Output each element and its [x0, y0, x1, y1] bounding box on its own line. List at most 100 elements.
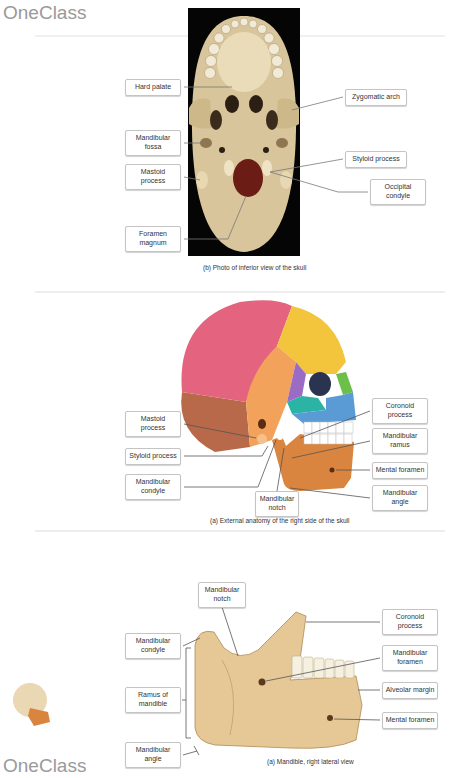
leader-line [277, 448, 284, 491]
tooth [258, 25, 267, 34]
part-label: Occipital condyle [373, 183, 423, 201]
label-box: Coronoid process [372, 398, 428, 424]
tooth [222, 25, 231, 34]
occipital-condyle [262, 160, 272, 176]
label-box: Mandibular condyle [125, 474, 181, 500]
tooth [206, 56, 217, 67]
part-label: Mandibular angle [128, 746, 178, 764]
label-box: Foramen magnum [125, 226, 181, 252]
label-box: Mastoid process [125, 164, 181, 190]
label-box: Mandibular foramen [382, 645, 438, 671]
part-label: Coronoid process [385, 613, 435, 631]
tooth [336, 434, 344, 444]
mental-foramen [330, 468, 335, 473]
leader-line [270, 159, 343, 172]
zygomatic-arch [276, 99, 299, 129]
occipital-condyle [224, 160, 234, 176]
part-label: Mastoid process [128, 168, 178, 186]
label-box: Zygomatic arch [345, 89, 407, 106]
tooth [249, 20, 257, 28]
part-label: Styloid process [348, 155, 404, 164]
leader-line [336, 470, 370, 471]
part-label: Mastoid process [128, 415, 178, 433]
mental-foramen [327, 715, 333, 721]
mandibular-condyle [277, 434, 283, 440]
leader-line [184, 87, 232, 88]
tooth [328, 434, 336, 444]
tooth [304, 434, 312, 444]
part-label: Styloid process [128, 452, 178, 461]
tooth [264, 33, 274, 43]
mandible-icon [28, 708, 50, 726]
part-label: Mandibular ramus [375, 432, 425, 450]
teeth [292, 656, 354, 678]
leader-lines [182, 607, 380, 755]
part-label: Mandibular angle [375, 489, 425, 507]
leader-line [184, 440, 276, 487]
leader-line [184, 196, 246, 239]
part-label: Alveolar margin [385, 686, 435, 695]
tooth [231, 20, 239, 28]
leader-lines [184, 87, 368, 239]
tooth [335, 660, 344, 678]
tooth [312, 434, 320, 444]
label-box: Styloid process [125, 448, 181, 465]
part-label: Zygomatic arch [348, 93, 404, 102]
photo-background [188, 8, 300, 256]
leader-line [290, 488, 370, 498]
caption: (b) Photo of inferior view of the skull [203, 264, 306, 272]
part-label: Ramus of mandible [128, 691, 178, 709]
part-label: Coronoid process [375, 402, 425, 420]
part-label: Mental foramen [375, 466, 425, 475]
mastoid-process [196, 171, 208, 189]
teeth [304, 422, 353, 444]
tooth [312, 422, 320, 433]
part-label: Mental foramen [385, 716, 435, 725]
tooth [209, 44, 220, 55]
separator [35, 292, 445, 293]
label-box: Mental foramen [372, 462, 428, 479]
label-box: Mandibular condyle [125, 633, 181, 659]
leader-line [292, 441, 370, 458]
tooth [272, 56, 283, 67]
label-box: Styloid process [345, 151, 407, 168]
tooth [303, 657, 313, 678]
part-label: Mandibular condyle [128, 637, 178, 655]
mandible [272, 434, 354, 491]
watermark: OneClass [3, 2, 86, 25]
leader-line [183, 638, 200, 646]
mandibular-fossa [276, 138, 288, 148]
watermark: OneClass [3, 755, 86, 778]
part-label: Foramen magnum [128, 230, 178, 248]
label-box: Mental foramen [382, 712, 438, 729]
tooth [240, 18, 248, 26]
leader-line [222, 607, 238, 656]
leader-line [266, 658, 380, 681]
cavity [266, 110, 278, 130]
part-label: Hard palate [128, 83, 178, 92]
cavity [210, 110, 222, 130]
part-label: Mandibular notch [258, 495, 296, 513]
tooth [269, 44, 280, 55]
zygomatic-arch [189, 99, 212, 129]
skull-base [192, 16, 296, 252]
tooth [205, 68, 216, 79]
label-box: Mandibular ramus [372, 428, 428, 454]
label-box: Mandibular fossa [125, 130, 181, 156]
sphenoid-bone [287, 362, 306, 402]
leader-line [184, 446, 268, 456]
leader-line [306, 622, 380, 623]
leader-line [334, 719, 380, 720]
part-label: Mandibular condyle [128, 478, 178, 496]
nasal-bone [336, 372, 353, 395]
separator [35, 531, 445, 532]
ear-canal [258, 419, 266, 429]
label-box: Alveolar margin [382, 682, 438, 699]
caption: (a) Mandible, right lateral view [267, 758, 354, 766]
foramen [219, 147, 225, 153]
leader-line [292, 97, 343, 110]
tooth [320, 434, 328, 444]
label-box: Mandibular notch [255, 491, 299, 517]
mandible [195, 612, 362, 748]
part-label: Mandibular notch [201, 586, 243, 604]
